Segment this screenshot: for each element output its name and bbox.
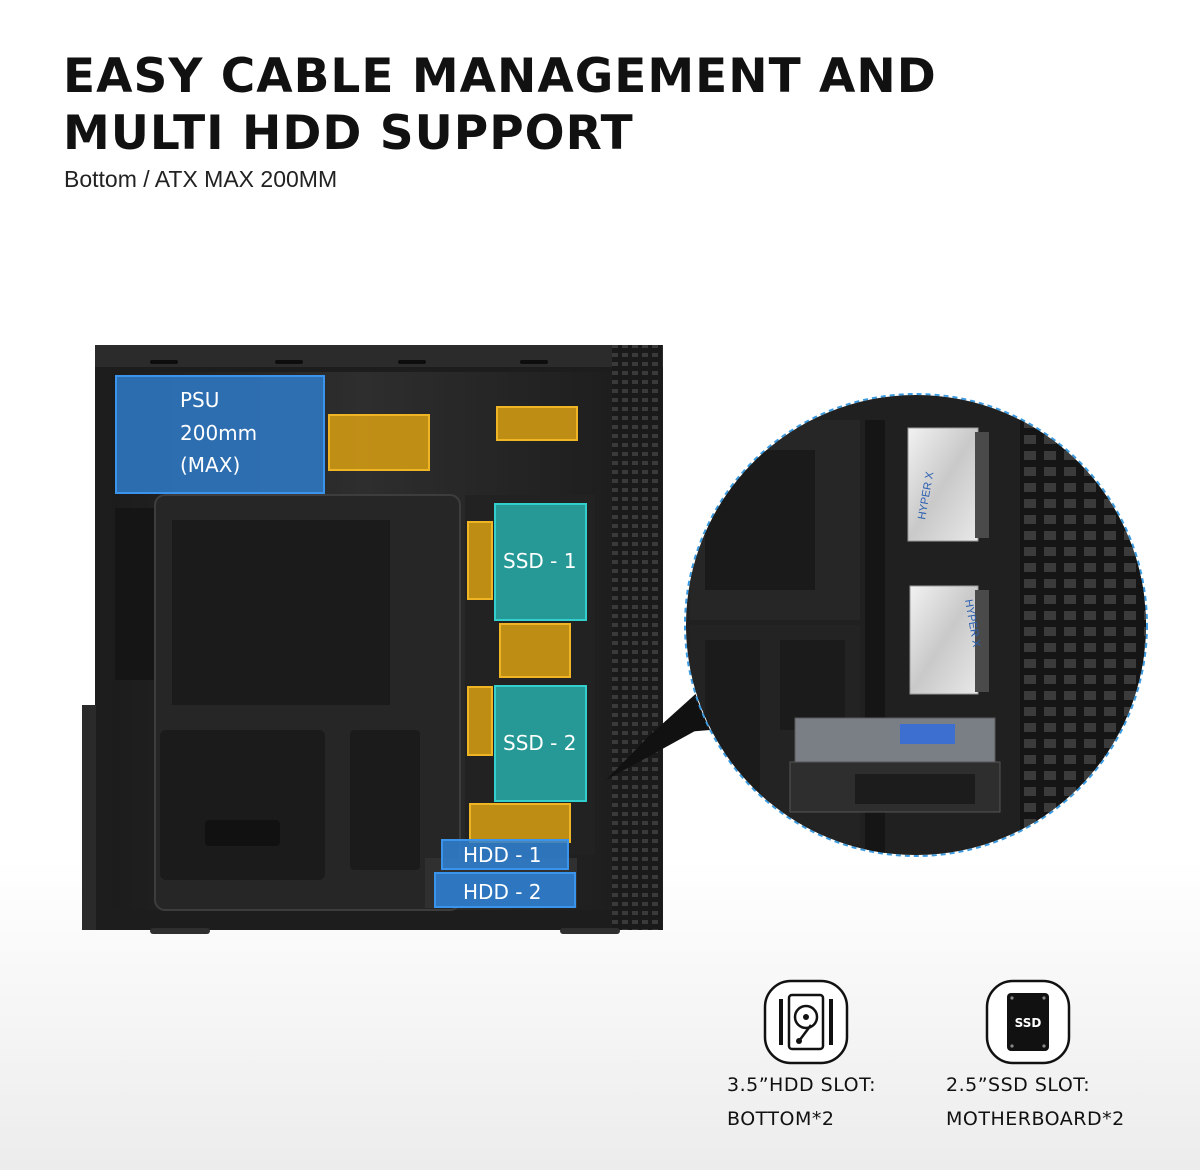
hdd-slot-text: 3.5”HDD SLOT: BOTTOM*2 [727, 1068, 876, 1136]
ssd-icon: SSD [985, 979, 1071, 1065]
headline: EASY CABLE MANAGEMENT AND MULTI HDD SUPP… [63, 48, 937, 162]
ssd-1-zone: SSD - 1 [494, 503, 587, 621]
hdd-stack [789, 717, 1001, 813]
zoom-callout: HYPER X HYPER X [684, 393, 1148, 857]
front-mesh-panel [612, 345, 662, 930]
cable-cutout [499, 623, 571, 678]
hdd-2-zone: HDD - 2 [434, 872, 576, 908]
psu-size-label: 200mm [180, 421, 257, 445]
hdd-icon [763, 979, 849, 1065]
callout-pointer [650, 690, 710, 735]
hdd-2-label: HDD - 2 [463, 880, 542, 904]
ssd-1-label: SSD - 1 [503, 549, 576, 573]
cable-cutouts [328, 406, 578, 843]
cable-cutout [467, 686, 493, 756]
ssd-icon-label: SSD [1015, 1016, 1042, 1030]
cable-cutout [496, 406, 578, 441]
psu-label: PSU [180, 388, 219, 412]
ssd-drive-1: HYPER X [907, 427, 989, 542]
psu-zone: PSU 200mm (MAX) [115, 375, 325, 494]
headline-line-1: EASY CABLE MANAGEMENT AND [63, 49, 937, 104]
hdd-slot-location: BOTTOM*2 [727, 1108, 835, 1130]
rear-fan [115, 508, 155, 680]
ssd-drive-2: HYPER X [909, 585, 989, 695]
ssd-2-label: SSD - 2 [503, 731, 576, 755]
cable-cutout [328, 414, 430, 471]
ssd-slot-location: MOTHERBOARD*2 [946, 1108, 1125, 1130]
hdd-1-label: HDD - 1 [463, 843, 542, 867]
ssd-slot-size: 2.5”SSD SLOT: [946, 1074, 1091, 1096]
hdd-slot-size: 3.5”HDD SLOT: [727, 1074, 876, 1096]
cable-cutout [469, 803, 571, 843]
pc-case-illustration: PSU 200mm (MAX) SSD - 1 SSD - 2 HDD - 1 … [82, 345, 1148, 934]
ssd-2-zone: SSD - 2 [494, 685, 587, 802]
cpu-cutout [172, 520, 390, 705]
psu-max-label: (MAX) [180, 453, 240, 477]
subtitle: Bottom / ATX MAX 200MM [64, 166, 338, 192]
cable-cutout [467, 521, 493, 600]
headline-line-2: MULTI HDD SUPPORT [63, 106, 634, 161]
ssd-slot-text: 2.5”SSD SLOT: MOTHERBOARD*2 [946, 1068, 1125, 1136]
hdd-1-zone: HDD - 1 [441, 839, 569, 870]
